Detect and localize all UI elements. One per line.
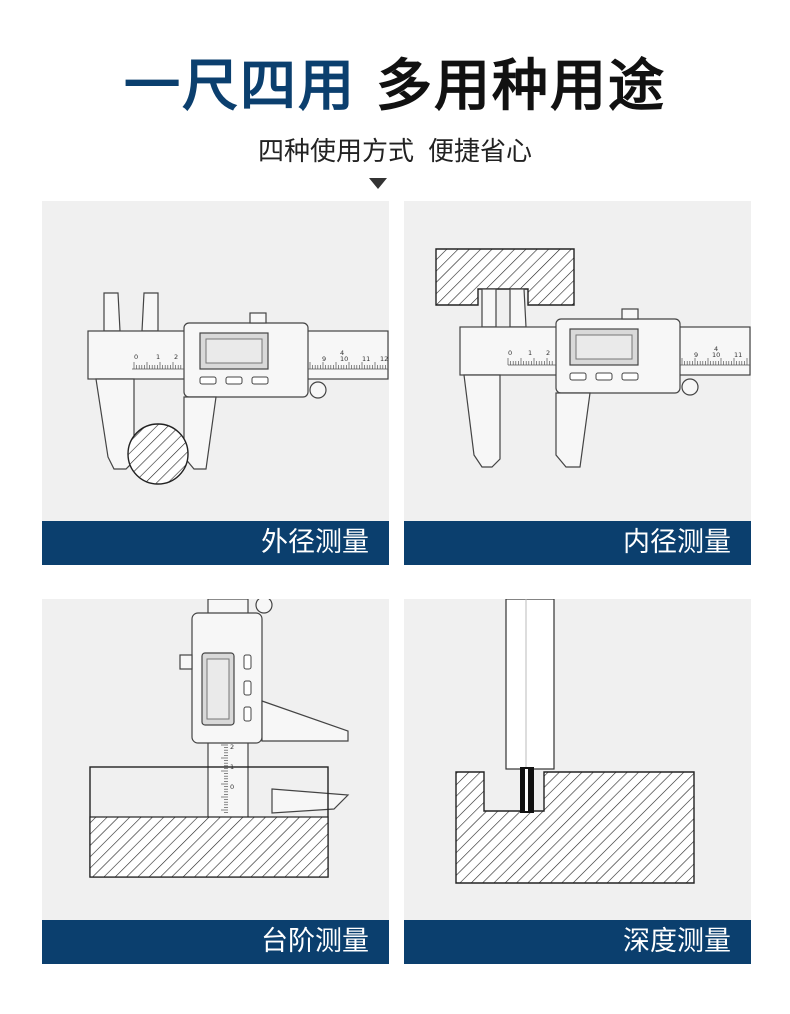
scale-number: 11 (362, 355, 370, 363)
scale-number: 12 (380, 355, 388, 363)
scale-number: 2 (230, 743, 234, 751)
title-accent: 一尺四用 (124, 54, 356, 119)
caption-inner-diameter: 内径测量 (404, 521, 751, 565)
panel-outer-diameter: 0 1 2 9 10 11 12 4 外径测量 (42, 201, 389, 565)
scale-marker: 4 (714, 345, 718, 353)
scale-marker: 4 (340, 349, 344, 357)
scale-number: 10 (712, 351, 720, 359)
depth-caliper-illustration (455, 599, 695, 884)
outer-diameter-caliper-illustration: 0 1 2 9 10 11 12 4 (87, 292, 389, 485)
scale-number: 9 (694, 351, 698, 359)
scale-number: 2 (174, 353, 178, 361)
scale-number: 9 (322, 355, 326, 363)
caption-depth: 深度测量 (404, 920, 751, 964)
caption-outer-diameter: 外径测量 (42, 521, 389, 565)
title-rest: 多用种用途 (376, 54, 666, 119)
caption-step: 台阶测量 (42, 920, 389, 964)
down-arrow-icon (369, 178, 387, 189)
scale-number: 2 (546, 349, 550, 357)
scale-number: 1 (156, 353, 160, 361)
step-caliper-illustration: 0 1 2 (89, 599, 350, 878)
depth-workpiece (455, 771, 695, 884)
scale-number: 1 (528, 349, 532, 357)
subtitle-part-2: 便捷省心 (428, 137, 533, 167)
slotted-workpiece (435, 248, 575, 306)
panel-depth: 深度测量 (404, 599, 751, 964)
scale-number: 11 (734, 351, 742, 359)
scale-number: 0 (508, 349, 512, 357)
scale-number: 10 (340, 355, 348, 363)
panel-step: 0 1 2 台阶测量 (42, 599, 389, 964)
inner-diameter-caliper-illustration: 0 1 2 9 10 11 4 (435, 248, 751, 468)
scale-number: 0 (134, 353, 138, 361)
caliper-beam (505, 599, 555, 770)
subtitle-part-1: 四种使用方式 (257, 137, 414, 167)
page-title: 一尺四用多用种用途 (0, 52, 790, 122)
scale-number: 0 (230, 783, 234, 791)
step-workpiece (89, 816, 329, 878)
round-workpiece (127, 423, 189, 485)
panel-inner-diameter: 0 1 2 9 10 11 4 内径测量 (404, 201, 751, 565)
page-subtitle: 四种使用方式便捷省心 (0, 134, 790, 170)
